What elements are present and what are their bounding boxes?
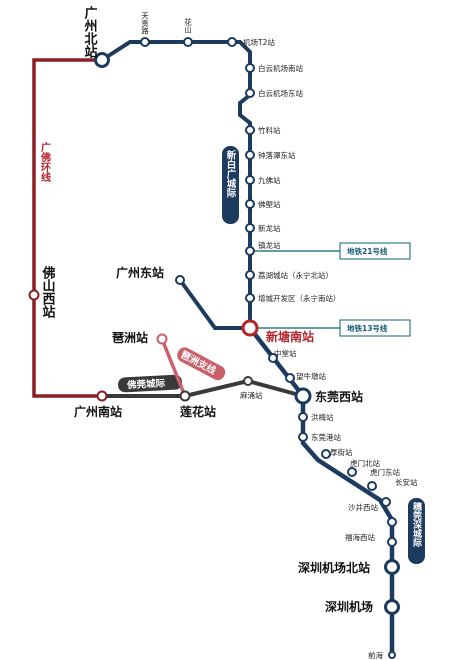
xinbai-guang-label-bg	[222, 146, 239, 224]
foguan-line-label: 佛莞城际	[126, 377, 166, 391]
station-xintang-south[interactable]	[241, 319, 259, 337]
station-guangzhou-east[interactable]	[175, 275, 185, 285]
small-stations	[28, 37, 397, 659]
pizhou-branch-line	[160, 338, 187, 397]
guanshen-label: 穗莞深城际	[411, 501, 423, 548]
label-lianhua: 莲花站	[180, 404, 216, 419]
label-tiangui-road: 天贵路	[140, 12, 149, 35]
station-lihu-city[interactable]	[245, 270, 255, 280]
metro21-label: 地铁21号线	[347, 246, 388, 256]
label-hongmei: 洪梅站	[311, 412, 334, 422]
station-mayong[interactable]	[243, 376, 253, 386]
label-dongguan-port: 东莞港站	[311, 432, 341, 442]
station-huashan[interactable]	[183, 37, 193, 47]
guangfo-ring-label: 广佛环线	[39, 141, 52, 183]
label-zhongluotan-east: 钟落潭东站	[258, 150, 296, 160]
station-guangzhou-north[interactable]	[94, 52, 110, 68]
label-guangzhou-east: 广州东站	[116, 265, 164, 280]
label-humen-north: 虎门北站	[350, 458, 380, 468]
station-zhongtang[interactable]	[268, 353, 278, 363]
label-shajing-west: 沙井西站	[348, 502, 378, 512]
label-guangzhou-north: 广州北站	[82, 5, 99, 59]
station-wangniudun[interactable]	[285, 373, 295, 383]
label-chang-an: 长安站	[395, 477, 418, 487]
station-baiyun-airport-south[interactable]	[245, 63, 255, 73]
station-shenzhen-airport[interactable]	[384, 599, 400, 615]
pizhou-label-bg	[177, 347, 226, 381]
station-zhongluotan-east[interactable]	[245, 150, 255, 160]
station-lianhua[interactable]	[179, 390, 191, 402]
guangfo-ring-line	[32, 58, 102, 398]
station-guangzhou-south[interactable]	[96, 390, 108, 402]
station-dongguan-west[interactable]	[294, 387, 312, 405]
station-jiulong[interactable]	[245, 175, 255, 185]
label-huashan: 花山	[183, 17, 192, 35]
label-qianhai: 前海	[368, 650, 383, 660]
label-airport-t2: 机场T2站	[243, 37, 275, 47]
station-qianhai[interactable]	[388, 651, 396, 659]
label-humen-east: 虎门东站	[370, 467, 400, 477]
station-baiyun-airport-east[interactable]	[245, 88, 255, 98]
station-foshan-west[interactable]	[28, 289, 40, 301]
station-zengcheng-dev[interactable]	[245, 293, 255, 303]
station-zhenlong[interactable]	[245, 246, 255, 256]
station-zhuliao[interactable]	[245, 125, 255, 135]
label-foao: 佛塱站	[258, 199, 281, 209]
label-lihu-city: 荔湖城站（永宁北站）	[258, 270, 333, 280]
xinbai-guang-label: 新白广城际	[225, 149, 237, 198]
label-jiulong: 九佛站	[258, 175, 281, 185]
label-foshan-west: 佛山西站	[40, 265, 57, 319]
label-xintang-south: 新塘南站	[266, 329, 314, 344]
metro13-box	[339, 319, 411, 337]
station-fuhai-west[interactable]	[387, 537, 397, 547]
label-mayong: 麻涌站	[240, 390, 263, 400]
label-houjie: 厚街站	[330, 447, 353, 457]
station-shajing-west[interactable]	[387, 517, 397, 527]
label-guangzhou-south: 广州南站	[74, 404, 122, 419]
label-shenzhen-airport-north: 深圳机场北站	[298, 560, 370, 575]
label-dongguan-west: 东莞西站	[315, 389, 363, 404]
station-houjie[interactable]	[321, 449, 331, 459]
station-chang-an[interactable]	[381, 497, 391, 507]
label-shenzhen-airport: 深圳机场	[325, 599, 373, 614]
label-fuhai-west: 福海西站	[345, 532, 375, 542]
station-xinlong[interactable]	[245, 223, 255, 233]
station-humen-east[interactable]	[367, 481, 377, 491]
station-humen-north[interactable]	[347, 467, 357, 477]
guangzhou-east-link	[178, 278, 250, 330]
station-foao[interactable]	[245, 199, 255, 209]
label-zhongtang: 中堂站	[274, 348, 297, 358]
label-zhuliao: 竹料站	[258, 125, 281, 135]
metro21-box	[339, 242, 411, 260]
foguan-label-bg	[118, 374, 183, 393]
label-zhenlong: 镇龙站	[258, 240, 281, 250]
foguan-line	[102, 378, 304, 398]
station-pizhou[interactable]	[156, 333, 168, 345]
label-pizhou: 琶洲站	[112, 330, 148, 345]
guanshen-label-bg	[408, 498, 425, 564]
label-baiyun-airport-east: 白云机场东站	[258, 88, 303, 98]
station-hongmei[interactable]	[298, 412, 308, 422]
label-zengcheng-dev: 增城开发区（永宁南站）	[258, 293, 341, 303]
label-xinlong: 新龙站	[258, 223, 281, 233]
station-shenzhen-airport-north[interactable]	[384, 559, 400, 575]
label-wangniudun: 望牛墩站	[296, 371, 326, 381]
metro13-label: 地铁13号线	[347, 323, 388, 333]
label-baiyun-airport-south: 白云机场南站	[258, 63, 303, 73]
station-tiangui-road[interactable]	[140, 37, 150, 47]
station-airport-t2[interactable]	[227, 37, 237, 47]
station-dongguan-port[interactable]	[298, 432, 308, 442]
